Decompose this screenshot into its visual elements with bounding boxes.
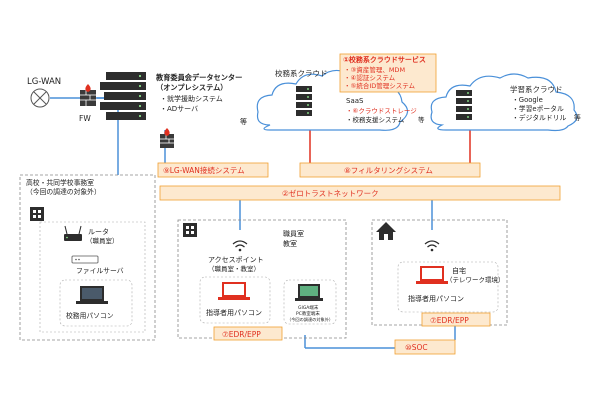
home-subtitle: （テレワーク環境） xyxy=(446,275,505,284)
router-icon xyxy=(30,88,50,108)
zero-trust-bar: ②ゼロトラストネットワーク xyxy=(159,185,561,201)
home-box: 自宅 （テレワーク環境） 指導者用パソコン ⑦EDR/EPP xyxy=(371,219,508,327)
wifi-router-icon xyxy=(64,225,82,241)
school-office-box: 高校・共同学校事務室 （今回の調達の対象外） ルータ （職員室） ファイルサーバ xyxy=(19,174,156,341)
home-pc-box xyxy=(397,261,499,313)
filtering-label: ⑧フィルタリングシステム xyxy=(344,165,433,175)
filtering-bar: ⑧フィルタリングシステム xyxy=(299,162,481,178)
home-wifi-icon xyxy=(424,240,440,252)
saas-etc: 等 xyxy=(418,115,425,124)
learning-item-1: ・Google xyxy=(512,96,543,104)
lgwan-label: LG-WAN xyxy=(27,77,61,87)
school-cloud: 校務系クラウド ①校務系クラウドサービス ・③資産管理、MDM ・④認証システム… xyxy=(256,53,437,131)
building-icon xyxy=(30,207,44,221)
school-office-inner-box xyxy=(39,221,146,333)
giga-label-1: GIGA端末 xyxy=(298,304,319,311)
house-icon xyxy=(376,222,396,240)
wifi-icon xyxy=(232,240,248,252)
staff-room-title: 職員室 xyxy=(283,229,304,238)
staff-building-icon xyxy=(183,223,197,237)
green-laptop-icon xyxy=(295,284,323,301)
zero-trust-label: ②ゼロトラストネットワーク xyxy=(282,188,379,198)
school-service-1: ・③資産管理、MDM xyxy=(344,65,405,74)
staff-edr-badge: ⑦EDR/EPP xyxy=(213,326,283,341)
datacenter-item-2: ・ADサーバ xyxy=(160,105,198,113)
file-server-icon xyxy=(71,255,99,264)
datacenter-item-1: ・就学援助システム xyxy=(160,94,223,103)
datacenter-firewall-icon xyxy=(160,128,174,148)
school-server-icon xyxy=(296,86,312,116)
learning-item-3: ・デジタルドリル xyxy=(512,113,566,122)
red-laptop-icon xyxy=(218,282,250,300)
giga-label-2: PC教室端末 xyxy=(296,310,320,317)
home-title: 自宅 xyxy=(452,266,466,275)
staff-pc-box xyxy=(199,276,271,324)
staff-edr-label: ⑦EDR/EPP xyxy=(222,330,261,339)
soc-badge: ⑩SOC xyxy=(394,339,456,355)
school-services-box xyxy=(339,53,437,93)
learning-cloud: 学習系クラウド ・Google ・学習eポータル ・デジタルドリル 等 xyxy=(430,73,581,132)
access-point-label: アクセスポイント xyxy=(208,256,264,264)
laptop-icon xyxy=(76,286,108,304)
saas-item-1: ・⑥クラウドストレージ xyxy=(346,107,417,115)
datacenter-title: 教育委員会データセンター xyxy=(155,73,242,82)
firewall-node: FW xyxy=(79,84,96,123)
access-point-sublabel: （職員室・教室） xyxy=(208,264,260,273)
giga-box xyxy=(283,279,337,325)
staff-pc-label: 指導者用パソコン xyxy=(206,308,262,317)
staff-room-box: 職員室 教室 アクセスポイント （職員室・教室） 指導者用パソコン GIGA端末… xyxy=(177,219,347,341)
datacenter-node: 教育委員会データセンター （オンプレシステム） ・就学援助システム ・ADサーバ… xyxy=(100,72,247,148)
home-pc-label: 指導者用パソコン xyxy=(408,294,464,303)
staff-room-subtitle: 教室 xyxy=(283,239,297,248)
lgwan-node: LG-WAN xyxy=(27,77,61,108)
datacenter-etc: 等 xyxy=(240,117,247,126)
school-cloud-title: 校務系クラウド xyxy=(275,68,328,78)
lgwan-connect-bar: ⑨LG-WAN接続システム xyxy=(157,162,269,178)
school-pc-label: 校務用パソコン xyxy=(66,311,114,320)
soc-label: ⑩SOC xyxy=(405,343,428,352)
school-service-3: ・⑤統合ID管理システム xyxy=(344,81,416,90)
home-edr-label: ⑦EDR/EPP xyxy=(430,316,469,325)
learning-cloud-title: 学習系クラウド xyxy=(510,84,563,94)
learning-cloud-shape xyxy=(430,73,578,132)
school-office-title: 高校・共同学校事務室 xyxy=(26,178,94,187)
file-server-label: ファイルサーバ xyxy=(76,267,124,275)
router-sublabel: （職員室） xyxy=(86,236,119,245)
school-pc-box xyxy=(59,279,133,327)
giga-label-3: （今回の調達の対象外） xyxy=(287,316,333,323)
learning-item-2: ・学習eポータル xyxy=(512,104,564,113)
home-red-laptop-icon xyxy=(416,266,448,284)
router-label: ルータ xyxy=(88,227,109,236)
datacenter-subtitle: （オンプレシステム） xyxy=(156,83,227,92)
school-office-subtitle: （今回の調達の対象外） xyxy=(26,187,101,196)
firewall-icon xyxy=(80,84,96,106)
learning-etc: 等 xyxy=(574,113,581,122)
saas-title: SaaS xyxy=(346,97,364,105)
learning-server-icon xyxy=(456,90,472,120)
lgwan-connect-label: ⑨LG-WAN接続システム xyxy=(163,165,245,175)
home-edr-badge: ⑦EDR/EPP xyxy=(421,312,491,327)
fw-label: FW xyxy=(79,114,91,123)
server-rack-icon xyxy=(100,72,146,120)
school-service-2: ・④認証システム xyxy=(344,73,396,82)
school-services-title: ①校務系クラウドサービス xyxy=(343,55,426,64)
saas-item-2: ・校務支援システム xyxy=(346,115,405,124)
